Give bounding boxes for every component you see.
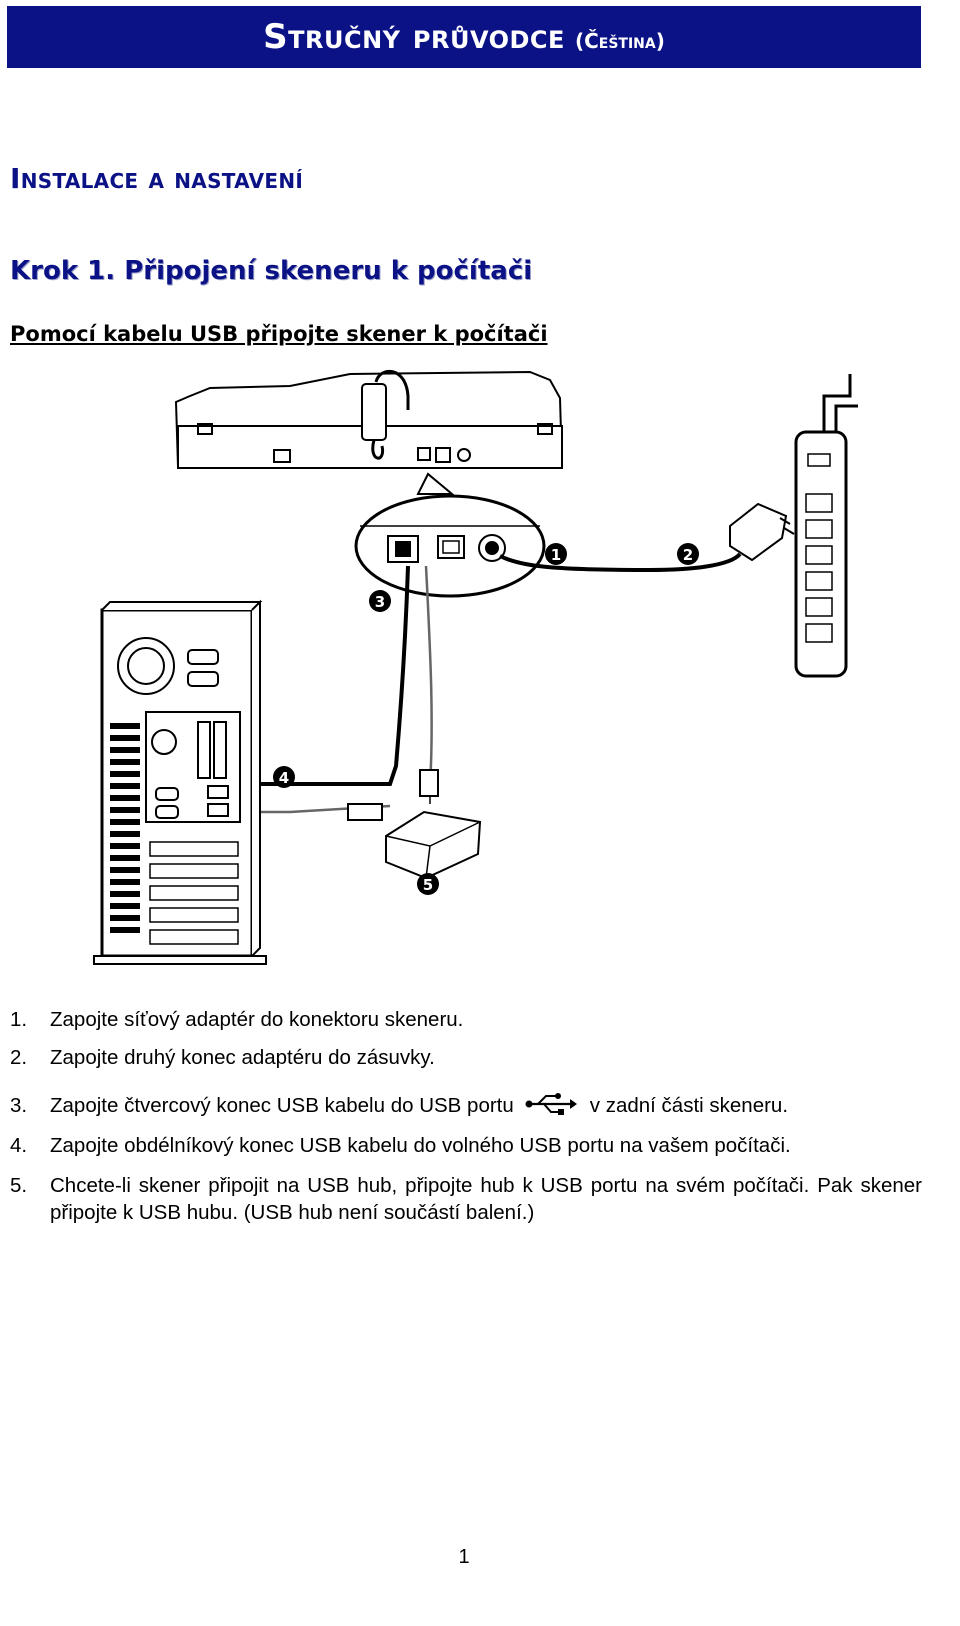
instruction-item-2: 2. Zapojte druhý konec adaptéru do zásuv… xyxy=(10,1044,435,1071)
page-number: 1 xyxy=(458,1546,470,1568)
instruction-text: Chcete-li skener připojit na USB hub, př… xyxy=(50,1174,922,1224)
instruction-number: 3. xyxy=(10,1094,28,1117)
instruction-number: 1. xyxy=(10,1008,28,1031)
step-subheading: Pomocí kabelu USB připojte skener k počí… xyxy=(10,322,548,346)
callout-label-2: 2 xyxy=(683,546,693,564)
instruction-item-3: 3. Zapojte čtvercový konec USB kabelu do… xyxy=(10,1092,788,1119)
section-heading: Instalace a nastavení xyxy=(10,162,304,195)
instruction-text-continued: v zadní části skeneru. xyxy=(589,1094,789,1117)
callout-1: 1 xyxy=(545,543,567,565)
instruction-text: Zapojte druhý konec adaptéru do zásuvky. xyxy=(50,1046,435,1069)
connection-diagram: 1 2 3 4 5 xyxy=(93,369,858,965)
title-bar: Stručný průvodce (Čeština) xyxy=(7,6,921,68)
page-title: Stručný průvodce xyxy=(263,17,565,57)
step-heading: Krok 1. Připojení skeneru k počítači xyxy=(10,256,533,286)
power-adapter-illustration xyxy=(729,502,795,562)
callout-2: 2 xyxy=(677,543,699,565)
usb-symbol-icon xyxy=(525,1093,577,1115)
callout-label-1: 1 xyxy=(551,546,561,564)
instruction-item-1: 1. Zapojte síťový adaptér do konektoru s… xyxy=(10,1006,463,1033)
callout-label-5: 5 xyxy=(423,876,433,894)
usb-hub-illustration xyxy=(385,810,482,880)
port-zoom-illustration xyxy=(354,494,546,598)
power-strip-illustration xyxy=(794,374,858,678)
callout-5: 5 xyxy=(417,873,439,895)
instruction-number: 5. xyxy=(10,1174,28,1197)
instruction-number: 4. xyxy=(10,1134,28,1157)
computer-tower-illustration xyxy=(93,599,267,965)
instruction-text: Zapojte síťový adaptér do konektoru sken… xyxy=(50,1008,464,1031)
callout-label-4: 4 xyxy=(279,769,289,787)
callout-3: 3 xyxy=(369,590,391,612)
callout-4: 4 xyxy=(273,766,295,788)
page-title-language: (Čeština) xyxy=(574,29,665,53)
scanner-illustration xyxy=(174,369,564,469)
instruction-item-4: 4. Zapojte obdélníkový konec USB kabelu … xyxy=(10,1132,791,1159)
instruction-number: 2. xyxy=(10,1046,28,1069)
instruction-text: Zapojte čtvercový konec USB kabelu do US… xyxy=(50,1094,514,1117)
callout-label-3: 3 xyxy=(375,593,385,611)
instruction-text: Zapojte obdélníkový konec USB kabelu do … xyxy=(50,1134,791,1157)
instruction-item-5: 5. Chcete-li skener připojit na USB hub,… xyxy=(10,1172,922,1226)
